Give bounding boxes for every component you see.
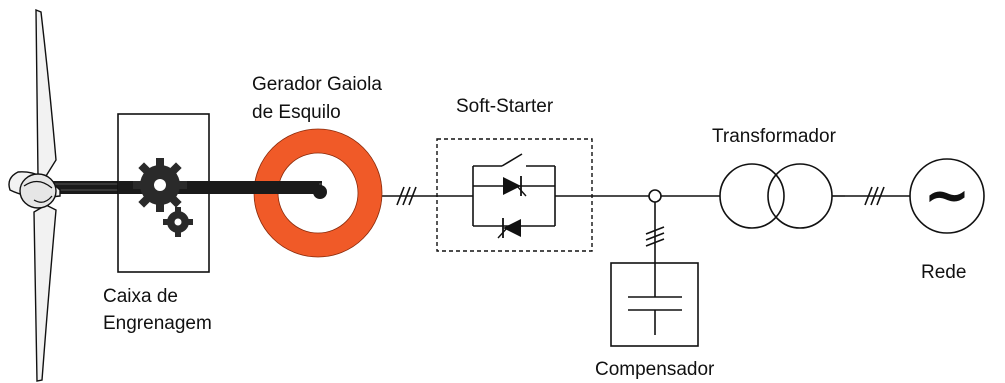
compensator-label: Compensador [595, 359, 715, 380]
grid-label: Rede [921, 262, 966, 283]
generator-label-line2: de Esquilo [252, 102, 341, 123]
ac-source-icon [909, 158, 985, 234]
three-phase-marks-compensator [645, 226, 665, 247]
three-phase-marks-grid [864, 186, 885, 206]
gearbox-label-line2: Engrenagem [103, 313, 212, 334]
gearbox-label-line1: Caixa de [103, 286, 178, 307]
generator [209, 128, 383, 258]
transformer-label: Transformador [712, 126, 837, 147]
grid-symbol: ~ [924, 163, 971, 228]
gear-icon [133, 158, 187, 212]
wind-turbine-icon [8, 8, 61, 382]
three-phase-marks-generator [396, 186, 417, 206]
transformer-icon [719, 163, 845, 229]
gearbox [117, 113, 210, 273]
soft-starter [436, 138, 593, 252]
grid-source: ~ [909, 158, 985, 234]
thyristor-icon [473, 218, 555, 239]
gear-icon [163, 207, 193, 237]
capacitor-icon [628, 263, 682, 335]
compensator [610, 262, 699, 347]
junction-node [648, 189, 662, 203]
soft-starter-label: Soft-Starter [456, 96, 554, 117]
generator-label-line1: Gerador Gaiola [252, 74, 382, 95]
switch-icon [472, 153, 556, 226]
thyristor-icon [473, 176, 555, 197]
